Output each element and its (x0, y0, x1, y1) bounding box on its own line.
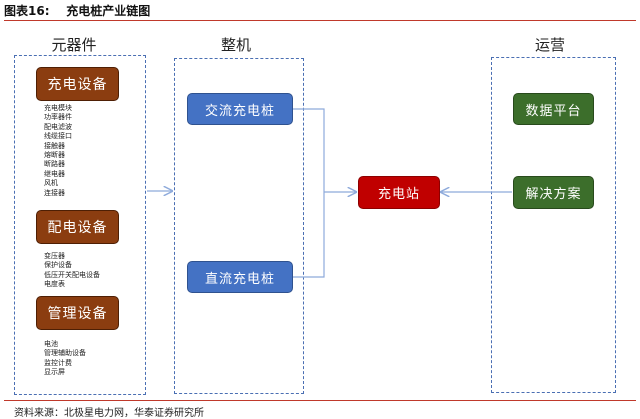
charging-equipment-box: 充电设备 (36, 67, 119, 101)
list-item: 断路器 (44, 160, 65, 169)
charging-station-label: 充电站 (377, 187, 420, 202)
title-rule (4, 20, 636, 21)
list-item: 低压开关配电设备 (44, 270, 100, 279)
distribution-equipment-label: 配电设备 (47, 220, 108, 236)
list-item: 管理辅助设备 (44, 349, 86, 358)
charging-station-box: 充电站 (358, 176, 440, 209)
charging-equipment-label: 充电设备 (47, 77, 108, 93)
dc-charging-pile-box: 直流充电桩 (187, 261, 293, 293)
list-item: 线缆接口 (44, 132, 72, 141)
solution-label: 解决方案 (525, 187, 582, 202)
whole-machine-heading: 整机 (220, 36, 251, 54)
components-heading: 元器件 (51, 36, 97, 54)
machine-bracket-line (293, 108, 325, 278)
ac-charging-pile-label: 交流充电桩 (204, 103, 275, 119)
list-item: 接触器 (44, 141, 65, 150)
management-equipment-list: 电池 管理辅助设备 监控计费 显示屏 (44, 340, 86, 378)
list-item: 监控计费 (44, 358, 72, 367)
distribution-equipment-box: 配电设备 (36, 210, 119, 244)
list-item: 连接器 (44, 188, 65, 197)
dc-charging-pile-label: 直流充电桩 (204, 271, 275, 287)
ac-charging-pile-box: 交流充电桩 (187, 93, 293, 125)
source-rule (4, 400, 636, 401)
figure-title: 图表16: 充电桩产业链图 (4, 4, 151, 18)
list-item: 风机 (44, 179, 58, 188)
whole-machine-container (174, 58, 304, 394)
list-item: 变压器 (44, 252, 65, 260)
data-platform-label: 数据平台 (525, 103, 582, 119)
operation-heading: 运营 (534, 36, 565, 54)
list-item: 保护设备 (44, 261, 72, 270)
management-equipment-box: 管理设备 (36, 296, 119, 330)
list-item: 熔断器 (44, 151, 65, 160)
operation-container (491, 57, 616, 393)
data-platform-box: 数据平台 (513, 93, 594, 125)
solution-box: 解决方案 (513, 176, 594, 209)
list-item: 充电模块 (44, 104, 72, 112)
list-item: 电度表 (44, 280, 65, 289)
list-item: 显示屏 (44, 368, 65, 377)
charging-equipment-list: 充电模块 功率器件 配电滤波 线缆接口 接触器 熔断器 断路器 继电器 风机 连… (44, 104, 72, 198)
distribution-equipment-list: 变压器 保护设备 低压开关配电设备 电度表 (44, 252, 100, 290)
management-equipment-label: 管理设备 (47, 306, 108, 322)
list-item: 继电器 (44, 169, 65, 178)
source-note: 资料来源：北极星电力网，华泰证券研究所 (14, 408, 204, 419)
list-item: 配电滤波 (44, 122, 72, 131)
list-item: 电池 (44, 340, 58, 348)
list-item: 功率器件 (44, 113, 72, 122)
components-container (14, 55, 146, 395)
